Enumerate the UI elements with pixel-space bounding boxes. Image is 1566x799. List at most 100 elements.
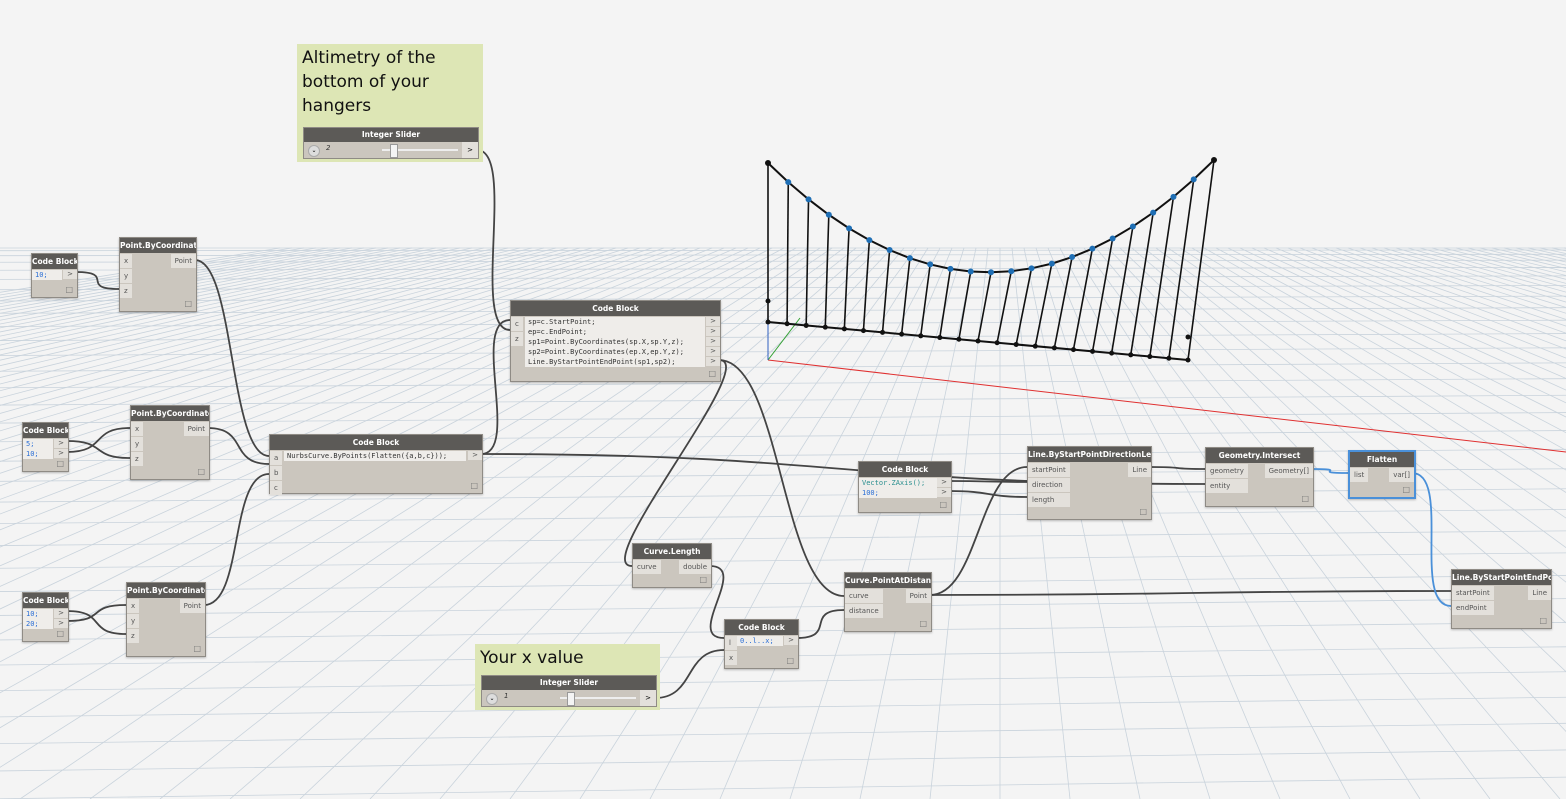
connector-wire[interactable] [796, 609, 845, 639]
input-port-x[interactable]: x [725, 651, 738, 665]
chevron-down-icon[interactable]: ⌄ [486, 693, 498, 705]
output-port[interactable]: Line [1128, 463, 1151, 477]
input-port-length[interactable]: length [1028, 493, 1070, 507]
output-port[interactable]: Point [905, 589, 931, 603]
connector-wire[interactable] [66, 610, 127, 635]
output-port[interactable]: > [706, 357, 720, 366]
input-port-l[interactable]: l [725, 636, 738, 650]
input-port-geometry[interactable]: geometry [1206, 464, 1248, 478]
input-port-z[interactable]: z [511, 332, 523, 346]
connector-wire[interactable] [929, 590, 1452, 596]
output-port[interactable]: > [784, 636, 798, 645]
preview-toggle-icon[interactable]: □ [1301, 494, 1309, 503]
connector-wire[interactable] [66, 427, 131, 453]
output-port[interactable]: Line [1528, 586, 1551, 600]
node-curve-pointatdistance[interactable]: Curve.PointAtDistancecurvedistancePoint□ [844, 572, 932, 632]
output-port[interactable]: > [54, 609, 68, 618]
preview-toggle-icon[interactable]: □ [56, 629, 64, 638]
chevron-down-icon[interactable]: ⌄ [308, 145, 320, 157]
code-editor[interactable]: 5;10; [23, 439, 53, 459]
output-port[interactable]: > [706, 327, 720, 336]
code-editor[interactable]: Vector.ZAxis();100; [859, 478, 937, 498]
input-port-z[interactable]: z [131, 452, 144, 466]
connector-wire[interactable] [624, 359, 727, 567]
slider-value[interactable]: 2 [326, 144, 331, 152]
input-port-y[interactable]: y [120, 269, 133, 283]
input-port-b[interactable]: b [270, 466, 283, 480]
output-port[interactable]: > [54, 439, 68, 448]
input-port-curve[interactable]: curve [845, 589, 883, 603]
connector-wire[interactable] [929, 466, 1028, 596]
input-port-endPoint[interactable]: endPoint [1452, 601, 1494, 615]
connector-wire[interactable] [75, 271, 120, 290]
connector-wire[interactable] [718, 359, 845, 597]
code-editor[interactable]: NurbsCurve.ByPoints(Flatten({a,b,c})); [284, 451, 466, 461]
output-port[interactable]: Geometry[] [1264, 464, 1313, 478]
connector-wire[interactable] [476, 149, 511, 331]
output-port[interactable]: Point [170, 254, 196, 268]
node-line-bystartpointendpoint[interactable]: Line.ByStartPointEndPointstartPointendPo… [1451, 569, 1552, 629]
input-port-distance[interactable]: distance [845, 604, 883, 618]
input-port-startPoint[interactable]: startPoint [1452, 586, 1494, 600]
integer-slider-node[interactable]: Integer Slider⌄2> [303, 127, 479, 159]
input-port-entity[interactable]: entity [1206, 479, 1248, 493]
input-port-y[interactable]: y [127, 614, 140, 628]
output-port[interactable]: Point [179, 599, 205, 613]
output-port[interactable]: > [462, 142, 478, 158]
input-port-c[interactable]: c [270, 481, 283, 495]
connector-wire[interactable] [66, 440, 131, 459]
output-port[interactable]: > [468, 451, 482, 460]
connector-wire[interactable] [480, 319, 511, 455]
connector-wire[interactable] [203, 473, 270, 606]
preview-toggle-icon[interactable]: □ [470, 481, 478, 490]
preview-toggle-icon[interactable]: □ [197, 467, 205, 476]
connector-wire[interactable] [654, 649, 725, 699]
input-port-y[interactable]: y [131, 437, 144, 451]
input-port-z[interactable]: z [120, 284, 133, 298]
preview-toggle-icon[interactable]: □ [699, 575, 707, 584]
preview-toggle-icon[interactable]: □ [1539, 616, 1547, 625]
output-port[interactable]: > [54, 619, 68, 628]
connector-wire[interactable] [1149, 466, 1206, 470]
output-port[interactable]: Point [183, 422, 209, 436]
code-editor[interactable]: 10;20; [23, 609, 53, 629]
connector-wire[interactable] [1311, 468, 1349, 474]
connector-wire[interactable] [66, 604, 127, 622]
output-port[interactable]: > [937, 478, 951, 487]
preview-toggle-icon[interactable]: □ [1139, 507, 1147, 516]
connector-wire[interactable] [949, 480, 1028, 483]
code-editor[interactable]: 0..l..x; [737, 636, 783, 646]
preview-toggle-icon[interactable]: □ [184, 299, 192, 308]
input-port-x[interactable]: x [131, 422, 144, 436]
output-port[interactable]: > [706, 317, 720, 326]
input-port-z[interactable]: z [127, 629, 140, 643]
integer-slider-node[interactable]: Integer Slider⌄1> [481, 675, 657, 707]
node-line-bystartpointdirectionlength[interactable]: Line.ByStartPointDirectionLengthstartPoi… [1027, 446, 1152, 520]
preview-toggle-icon[interactable]: □ [939, 500, 947, 509]
preview-toggle-icon[interactable]: □ [708, 369, 716, 378]
preview-toggle-icon[interactable]: □ [56, 459, 64, 468]
output-port[interactable]: > [54, 449, 68, 458]
output-port[interactable]: > [640, 690, 656, 706]
slider-value[interactable]: 1 [504, 692, 509, 700]
slider-thumb[interactable] [566, 692, 575, 706]
input-port-direction[interactable]: direction [1028, 478, 1070, 492]
input-port-list[interactable]: list [1350, 468, 1369, 482]
code-editor[interactable]: sp=c.StartPoint;ep=c.EndPoint;sp1=Point.… [525, 317, 705, 367]
output-port[interactable]: > [937, 488, 951, 497]
output-port[interactable]: > [706, 347, 720, 356]
slider-track[interactable] [560, 692, 636, 706]
code-editor[interactable]: 10; [32, 270, 62, 280]
preview-toggle-icon[interactable]: □ [193, 644, 201, 653]
preview-toggle-icon[interactable]: □ [65, 285, 73, 294]
output-port[interactable]: > [63, 270, 77, 279]
